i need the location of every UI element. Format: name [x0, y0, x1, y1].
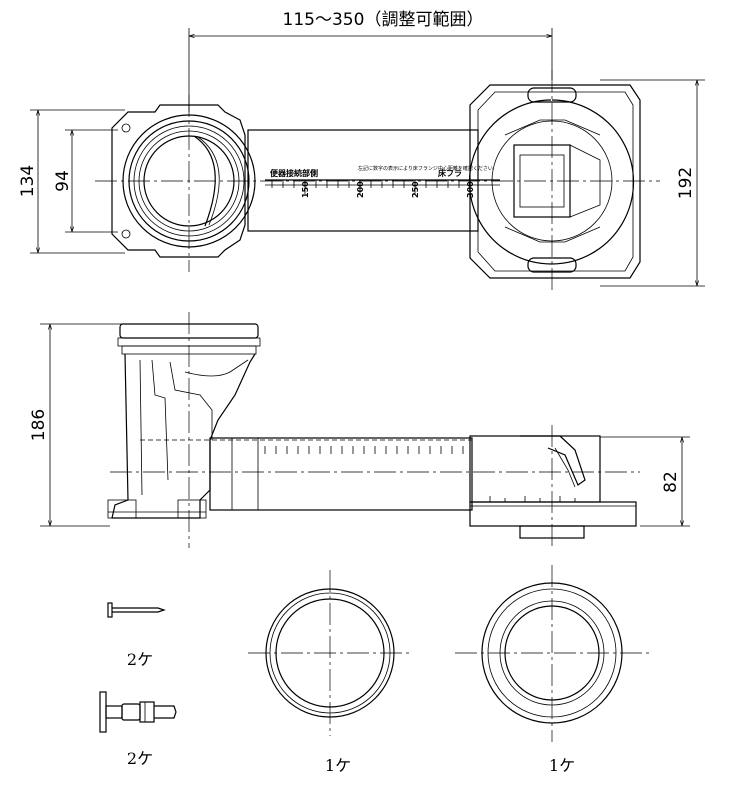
adjust-range-label: 115～350（調整可範囲）: [283, 10, 484, 30]
bolt-span-dimension: 94: [53, 129, 118, 233]
nail-qty: 2ケ: [127, 650, 153, 669]
elevation-view: 186 82: [29, 312, 690, 548]
flange-width-label: 134: [18, 165, 38, 197]
scale-ticks: [271, 180, 471, 194]
total-height-dimension: 186: [29, 323, 125, 527]
gasket-ring-large: [455, 565, 650, 742]
scale-tick-150: 150: [301, 181, 310, 198]
accessories: 2ケ 2ケ 1ケ 1ケ: [99, 565, 650, 775]
nail-icon: [107, 602, 166, 618]
pipe-height-dimension: 82: [600, 436, 690, 527]
telescopic-pipe-plan: 便器接続部側 床フラ 左記に数字の表示により床フランジ中心距離を確認ください 1…: [247, 129, 500, 232]
toilet-socket-elevation: [107, 323, 261, 519]
pipe-height-label: 82: [661, 471, 681, 493]
gasket-ring-small: [248, 570, 412, 736]
adjust-range-dimension: 115～350（調整可範囲）: [188, 10, 553, 112]
scale-label-right: 床フラ: [438, 168, 462, 178]
floor-outlet-plan: [468, 84, 641, 279]
floor-flange-elevation: [469, 435, 637, 539]
scale-note: 左記に数字の表示により床フランジ中心距離を確認ください: [358, 165, 493, 172]
ring-large-qty: 1ケ: [549, 756, 575, 775]
bolt-span-label: 94: [53, 170, 73, 192]
telescopic-pipe-elevation: [209, 437, 473, 511]
scale-label-left: 便器接続部側: [270, 168, 318, 178]
ring-small-qty: 1ケ: [325, 756, 351, 775]
scale-tick-250: 250: [411, 181, 420, 198]
total-height-label: 186: [29, 409, 49, 441]
flange-width-dimension: 134: [18, 109, 125, 254]
outlet-height-label: 192: [676, 167, 696, 199]
scale-tick-200: 200: [356, 181, 365, 198]
outlet-height-dimension: 192: [600, 79, 705, 287]
plan-view: 115～350（調整可範囲） 134 94 192: [18, 10, 705, 290]
bolt-icon: [99, 691, 177, 733]
bolt-qty: 2ケ: [127, 749, 153, 768]
